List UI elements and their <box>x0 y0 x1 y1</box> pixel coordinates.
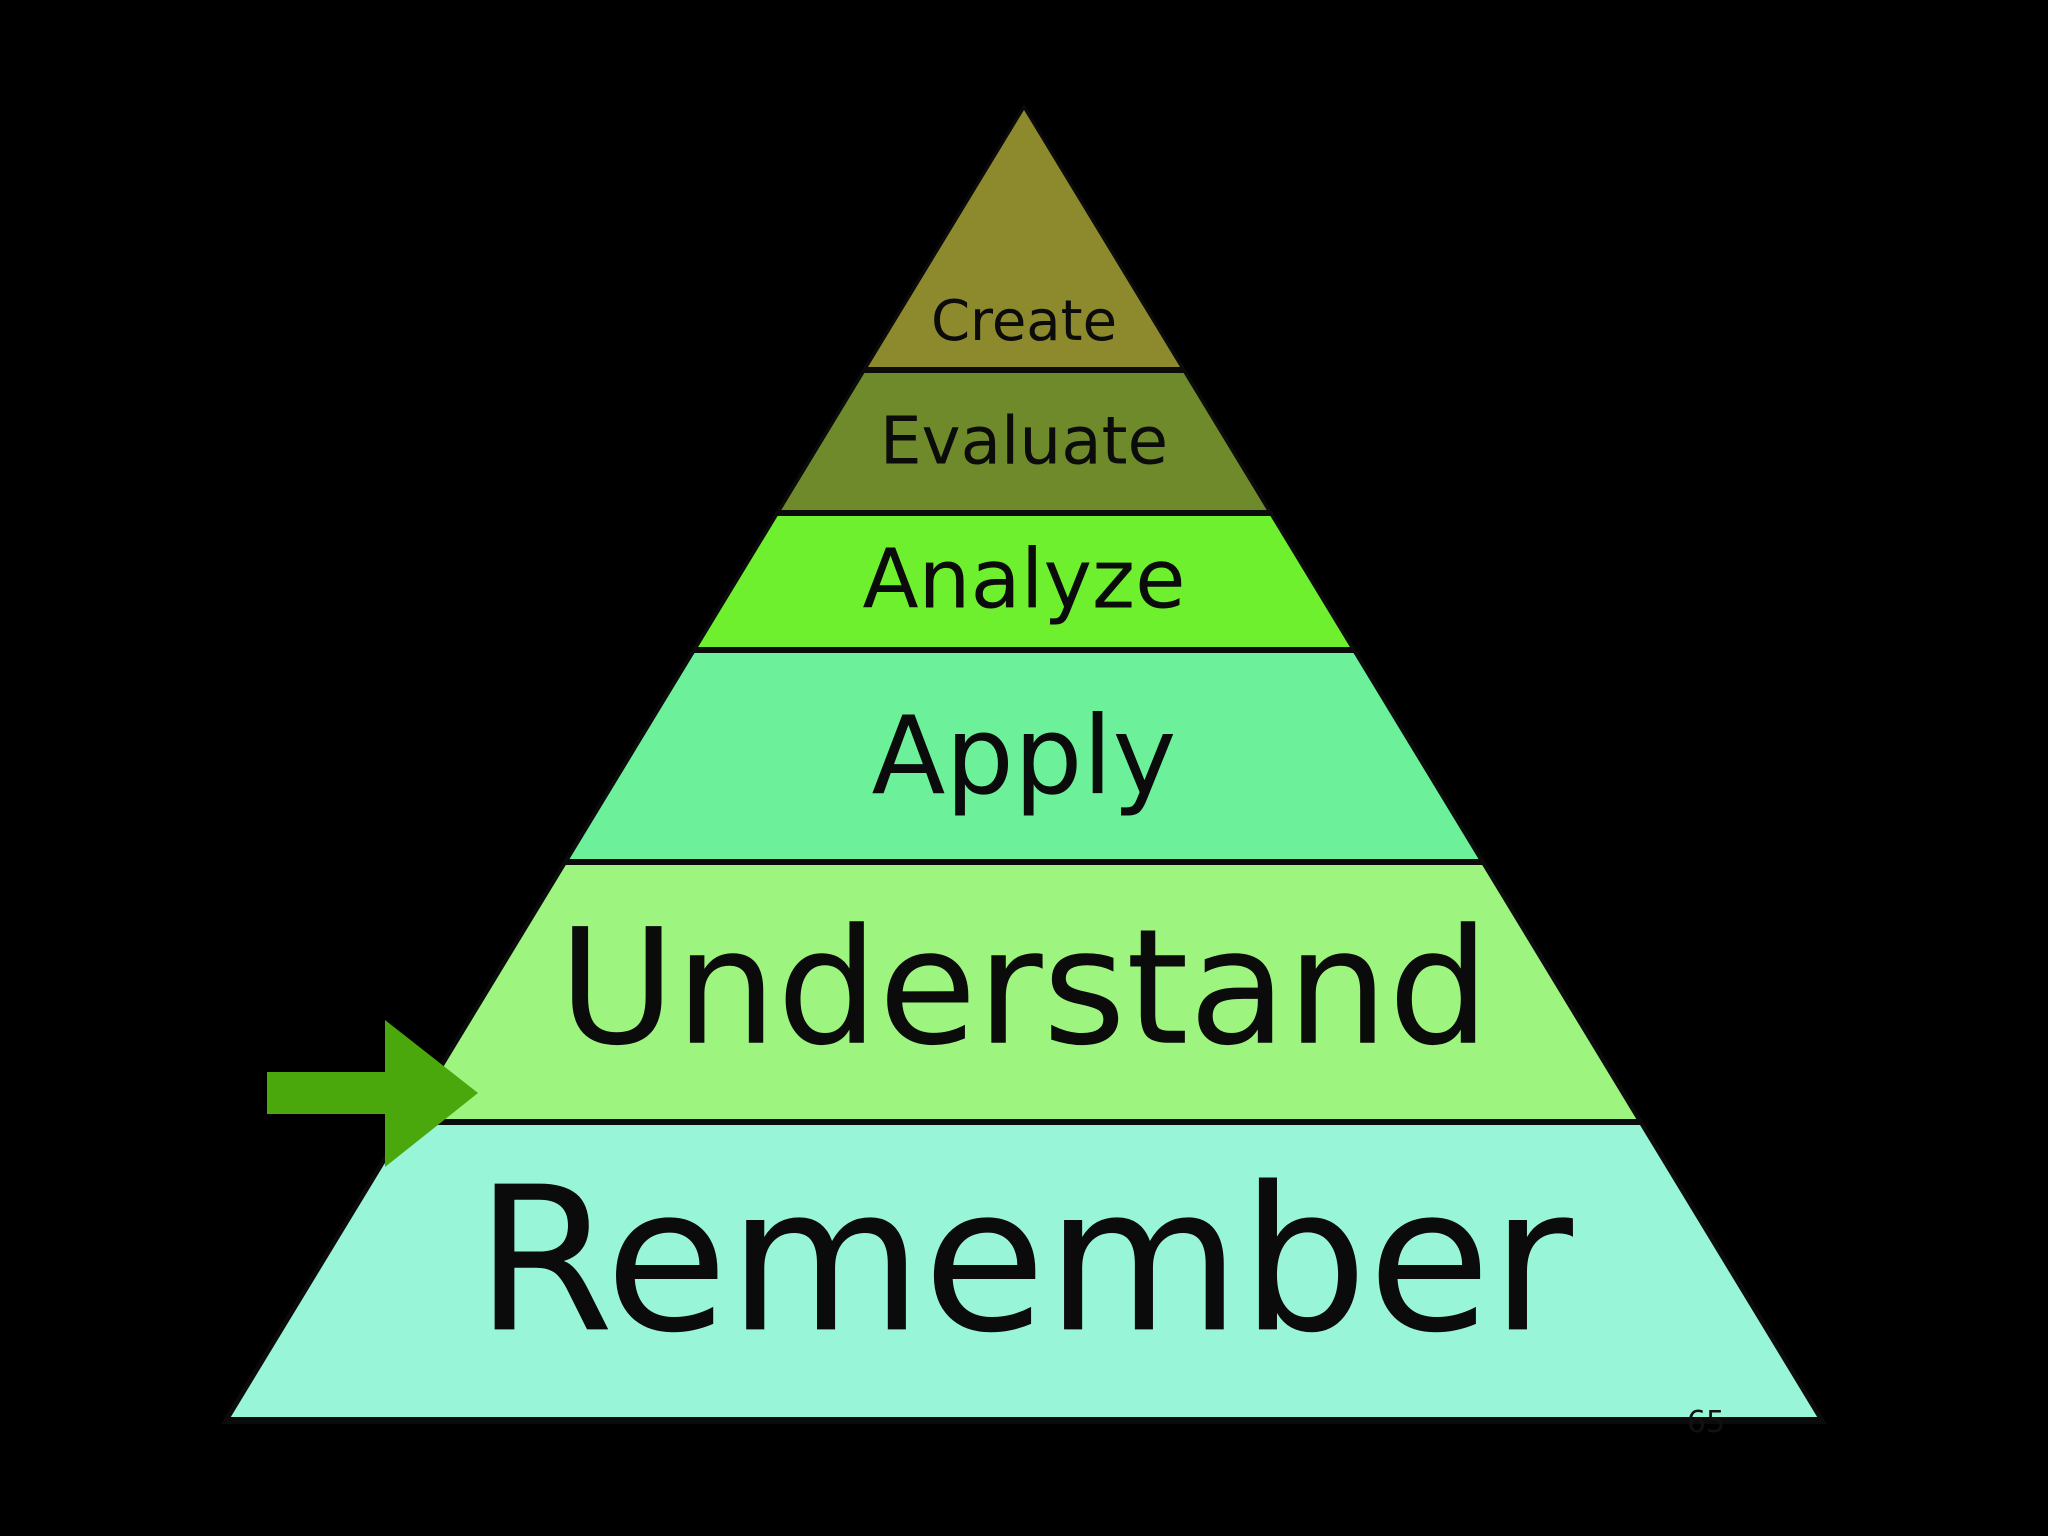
pyramid-level-remember <box>230 1125 1818 1417</box>
pyramid-level-create <box>868 110 1180 367</box>
pointer-arrow-icon <box>267 1020 478 1167</box>
pyramid-level-evaluate <box>781 373 1267 510</box>
pyramid-level-understand <box>411 865 1637 1119</box>
pyramid-label-apply: Apply <box>872 694 1177 819</box>
pyramid-label-create: Create <box>931 289 1117 354</box>
slide-number: 65 <box>1687 1405 1725 1440</box>
pyramid-label-understand: Understand <box>558 894 1489 1081</box>
pyramid-label-remember: Remember <box>475 1144 1574 1377</box>
bloom-taxonomy-pyramid: CreateEvaluateAnalyzeApplyUnderstandReme… <box>221 104 1827 1424</box>
pyramid-level-apply <box>569 653 1479 859</box>
pyramid-label-evaluate: Evaluate <box>880 402 1168 479</box>
pyramid-level-analyze <box>698 516 1350 647</box>
pyramid-label-analyze: Analyze <box>862 533 1185 628</box>
